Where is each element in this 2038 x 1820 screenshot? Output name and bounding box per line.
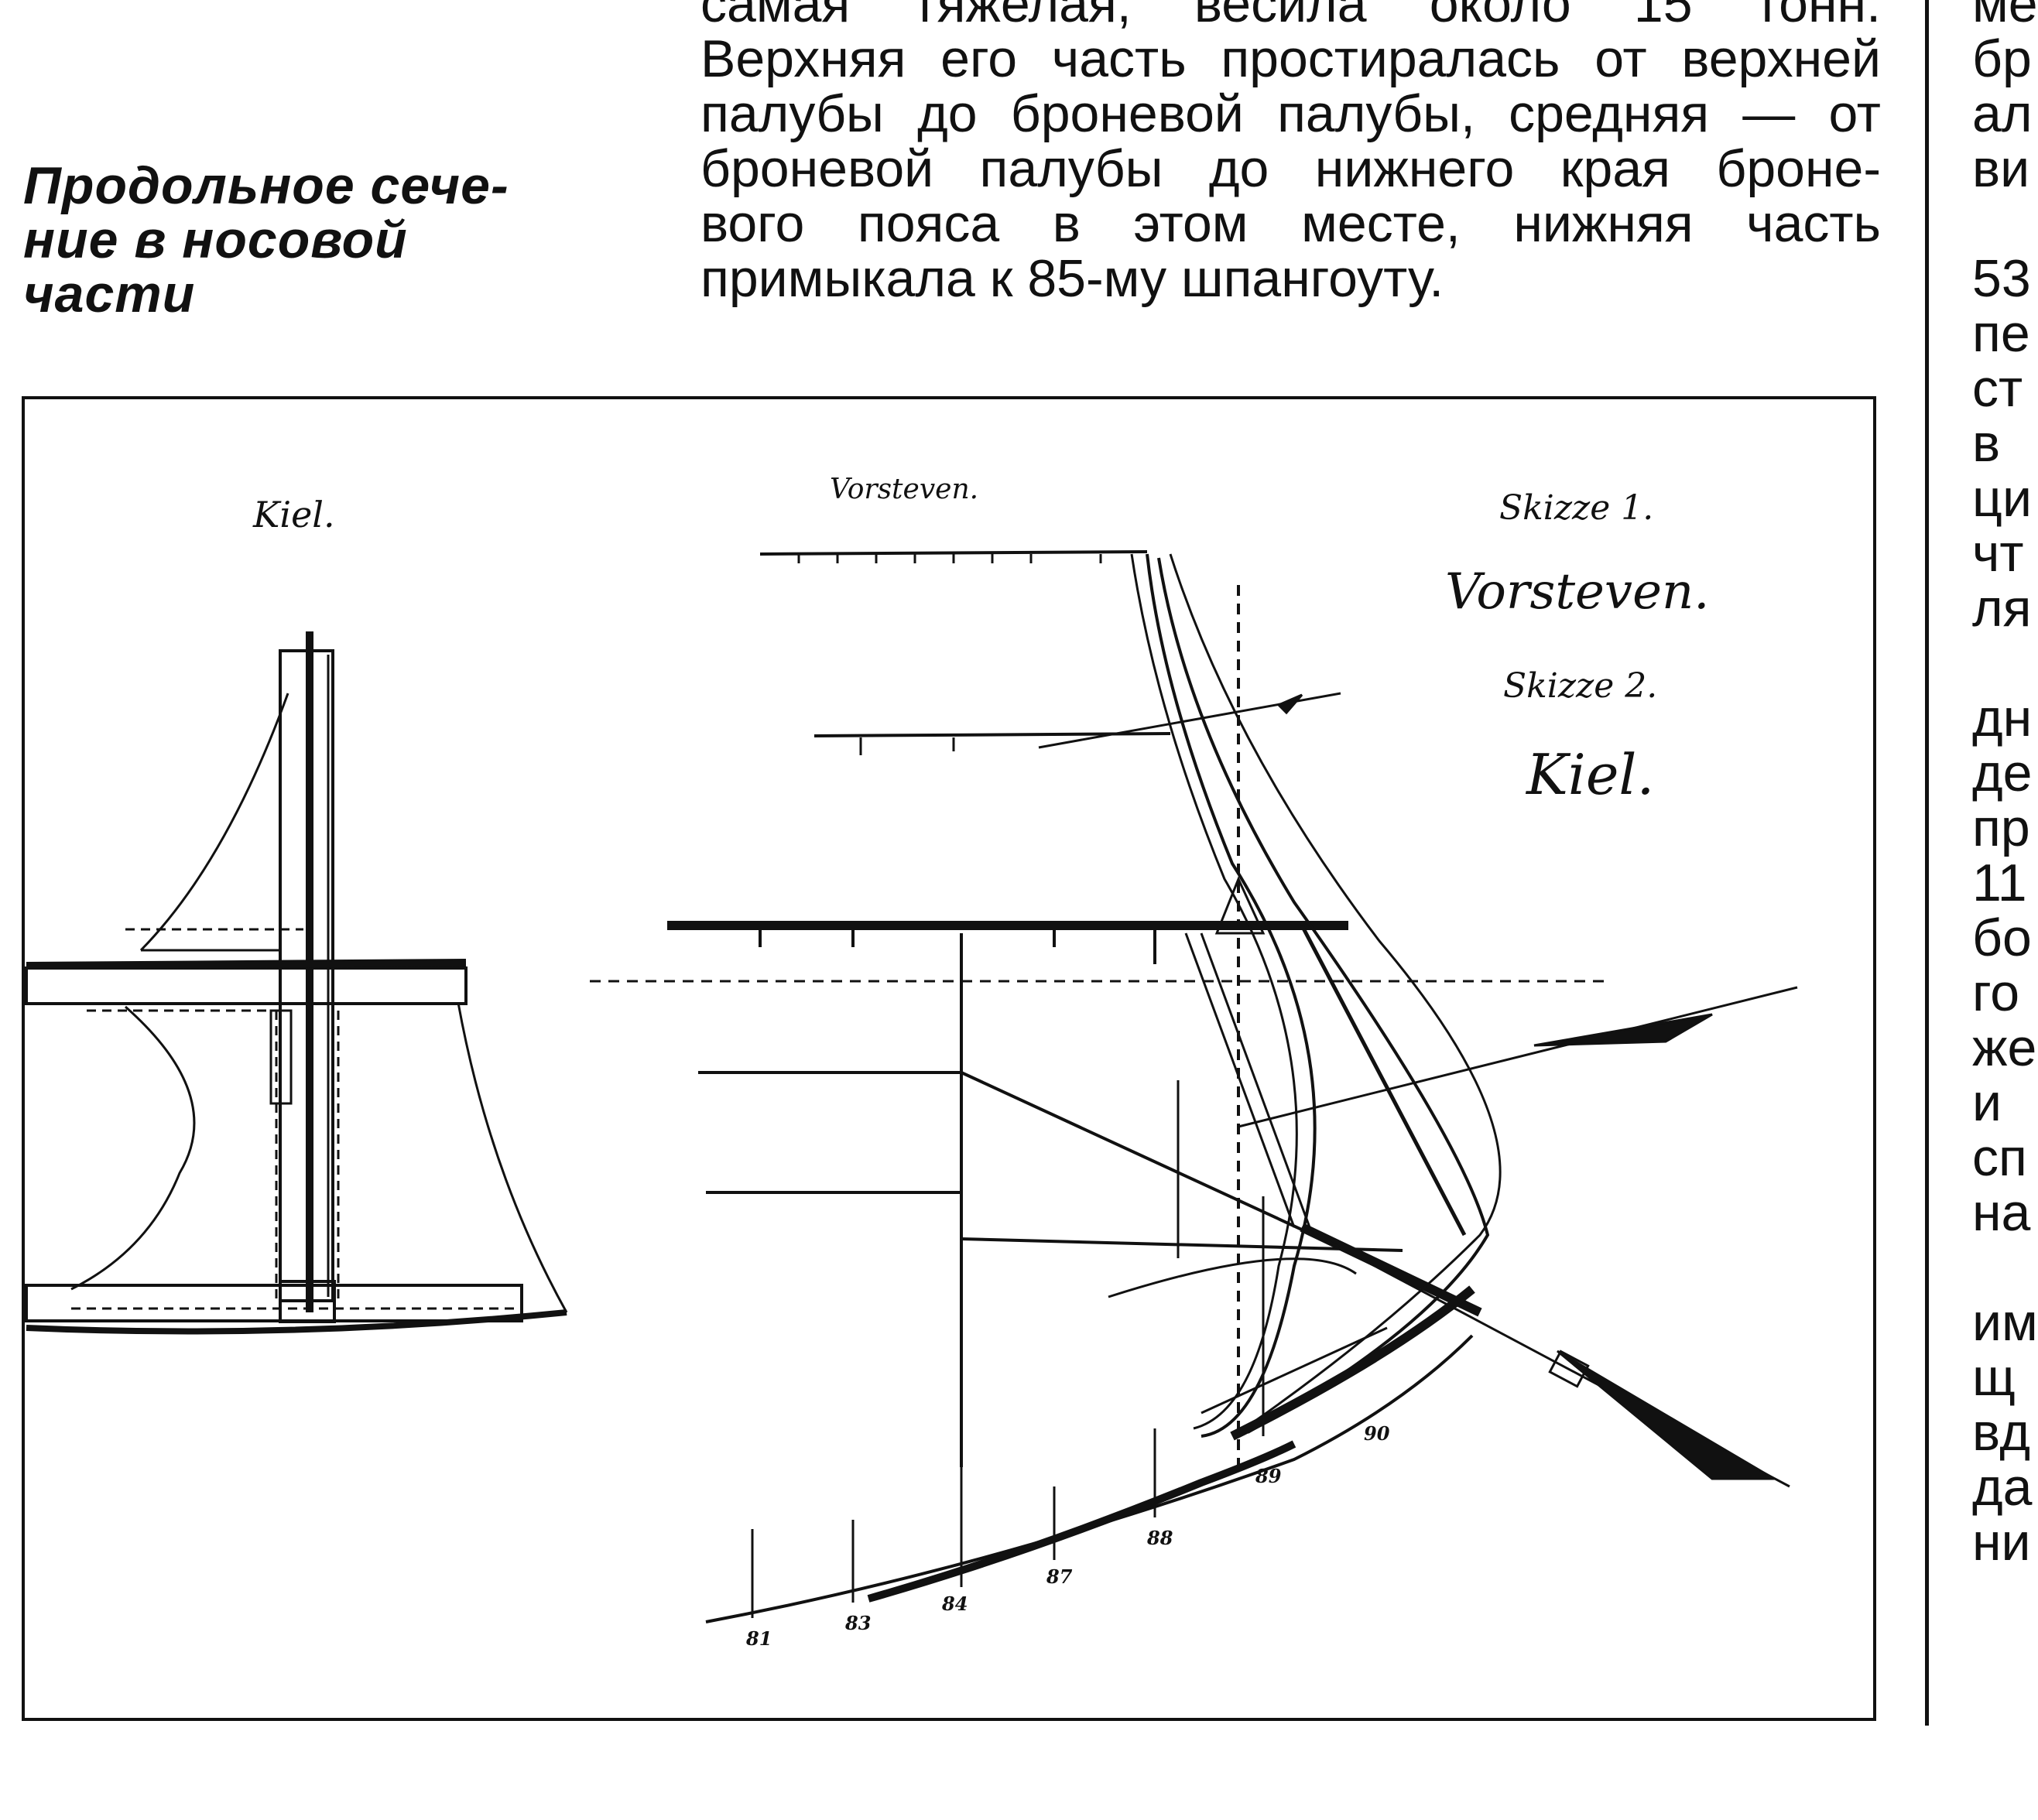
skizze1-label: Skizze 1. [1499,488,1653,528]
body-word: месте, [1301,194,1461,253]
caption-line: ние в носовой [23,210,408,269]
body-word: нижнего [1314,139,1515,198]
body-word: — [1742,84,1796,143]
right-column-line: ни [1972,1513,2031,1572]
right-column-line: пр [1972,799,2030,857]
right-column-line: бр [1972,29,2032,88]
body-word: примыкала к 85-му шпангоуту. [700,249,1444,308]
body-word: палубы [979,139,1163,198]
right-column-line: го [1972,963,2020,1022]
kiel-small-label: Kiel. [252,494,335,535]
body-line: самая тяжелая, весила около 15 тонн. [700,0,1881,32]
body-word: палубы [700,84,884,143]
body-paragraph: самая тяжелая, весила около 15 тонн. Верхняя ег… [700,0,1881,306]
body-word: в [1052,194,1081,253]
body-word: края [1560,139,1670,198]
kiel-big-label: Kiel. [1525,742,1654,807]
right-column-line: 11 [1972,854,2027,912]
technical-drawing: Kiel. Vorsteven. Skizze 1. Vorsteven. Sk… [22,396,1876,1721]
body-word: до [1208,139,1269,198]
frame-number: 87 [1046,1565,1073,1588]
right-column-line: им [1972,1293,2038,1352]
body-word: его [940,29,1018,88]
right-column-line: ст [1972,359,2023,418]
frame-number: 90 [1364,1422,1390,1445]
body-line: примыкала к 85-му шпангоуту. [700,251,1881,306]
body-word: самая [700,0,851,33]
right-column-line: вд [1972,1403,2031,1462]
body-word: часть [1051,29,1187,88]
frame-numbers: 81 83 84 87 88 89 90 [745,1422,1390,1650]
body-word: Верхняя [700,29,906,88]
keel-section [25,631,568,1335]
right-column-line: и [1972,1073,2002,1132]
body-line: Верхняя его часть простиралась от верхней [700,32,1881,87]
right-column-line: ля [1972,579,2032,638]
body-word: от [1828,84,1881,143]
body-word: пояса [857,194,1000,253]
frame-number: 83 [844,1612,871,1634]
body-word: 15 [1633,0,1693,33]
body-word: нижняя [1513,194,1694,253]
right-column-line: ци [1972,469,2032,528]
right-column-line: чт [1972,524,2024,583]
body-word: средняя [1509,84,1710,143]
body-word: до [917,84,978,143]
drawing-svg: Kiel. Vorsteven. Skizze 1. Vorsteven. Sk… [25,474,1798,1650]
right-column-line: в [1972,414,2001,473]
body-word: верхней [1681,29,1881,88]
vorsteven-small-label: Vorsteven. [830,474,978,505]
body-word: часть [1746,194,1881,253]
body-word: броневой [1010,84,1244,143]
right-column-line [1972,1240,2009,1295]
frame-number: 84 [941,1592,968,1615]
right-column-line: пе [1972,304,2030,363]
body-word: палубы, [1277,84,1475,143]
figure-caption: Продольное сече- ние в носовой части [23,159,565,321]
frame-number: 88 [1146,1527,1173,1549]
right-column-line: де [1972,744,2033,802]
body-word: простиралась [1221,29,1560,88]
body-line: палубы до броневой палубы, средняя — от [700,87,1881,142]
right-column-line: ме [1972,0,2038,33]
column-divider [1925,0,1929,1726]
right-column-line: бо [1972,908,2032,967]
right-column-line: на [1972,1183,2031,1242]
right-column-line: щ [1972,1348,2016,1407]
body-word: этом [1133,194,1248,253]
body-word: тонн. [1755,0,1881,33]
body-word: от [1594,29,1647,88]
caption-line: Продольное сече- [23,156,509,215]
caption-line: части [23,265,196,323]
right-column-line: дн [1972,689,2033,748]
stem-section [590,550,1798,1623]
body-line: броневой палубы до нижнего края броне- [700,142,1881,197]
right-column-line: ал [1972,84,2033,143]
right-column-line [1972,197,2009,251]
skizze2-label: Skizze 2. [1503,666,1657,706]
right-column-line: же [1972,1018,2037,1077]
right-column-line [1972,636,2009,691]
frame-number: 81 [745,1627,772,1650]
body-word: около [1429,0,1571,33]
frame-number: 89 [1255,1465,1282,1487]
body-word: вого [700,194,805,253]
right-column-line: ви [1972,139,2030,198]
body-word: тяжелая, [913,0,1132,33]
body-word: броневой [700,139,934,198]
right-column-line: сп [1972,1128,2027,1187]
right-column-line: да [1972,1458,2033,1517]
vorsteven-big-label: Vorsteven. [1445,563,1710,621]
right-column-line: 53 [1972,249,2031,308]
body-word: весила [1194,0,1367,33]
body-word: броне- [1716,139,1881,198]
